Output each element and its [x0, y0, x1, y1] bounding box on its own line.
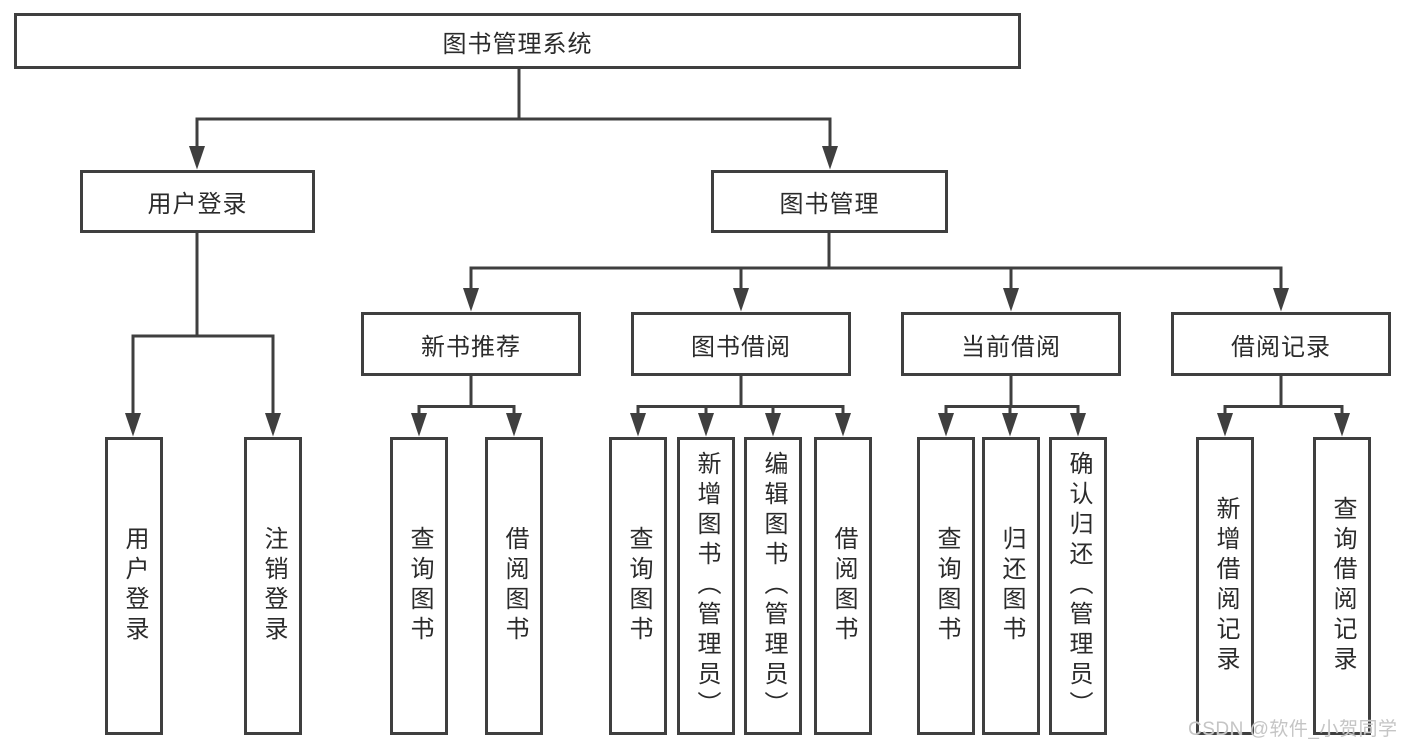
leaf-edit-books-admin-label: 编辑图书（管理员）	[760, 451, 787, 721]
leaf-user-login: 用户登录	[105, 437, 163, 735]
node-book-management: 图书管理	[711, 170, 948, 233]
node-book-borrowing-label: 图书借阅	[691, 333, 791, 361]
leaf-query-books-recommend-label: 查询图书	[406, 526, 433, 646]
leaf-logout: 注销登录	[244, 437, 302, 735]
csdn-watermark: CSDN @软件_小贺同学	[1188, 719, 1398, 740]
leaf-borrow-books-recommend: 借阅图书	[485, 437, 543, 735]
node-new-book-recommendation: 新书推荐	[361, 312, 581, 376]
leaf-confirm-return-admin: 确认归还（管理员）	[1049, 437, 1107, 735]
leaf-query-borrow-record-label: 查询借阅记录	[1329, 496, 1356, 676]
node-user-login-label: 用户登录	[147, 191, 248, 218]
node-current-borrowing: 当前借阅	[901, 312, 1121, 376]
node-root-label: 图书管理系统	[442, 30, 593, 58]
node-book-borrowing: 图书借阅	[631, 312, 851, 376]
arrowheads	[125, 146, 1350, 437]
leaf-add-books-admin-label: 新增图书（管理员）	[693, 451, 720, 721]
leaf-user-login-label: 用户登录	[121, 526, 148, 646]
node-root-system: 图书管理系统	[14, 13, 1021, 69]
leaf-query-books-current-label: 查询图书	[933, 526, 960, 646]
leaf-edit-books-admin: 编辑图书（管理员）	[744, 437, 802, 735]
leaf-borrow-books-recommend-label: 借阅图书	[501, 526, 528, 646]
leaf-add-borrow-record-label: 新增借阅记录	[1212, 496, 1239, 676]
leaf-logout-label: 注销登录	[260, 526, 287, 646]
leaf-query-books-recommend: 查询图书	[390, 437, 448, 735]
leaf-borrow-books: 借阅图书	[814, 437, 872, 735]
leaf-confirm-return-admin-label: 确认归还（管理员）	[1065, 451, 1092, 721]
leaf-query-books-borrowing: 查询图书	[609, 437, 667, 735]
node-book-management-label: 图书管理	[779, 191, 880, 218]
leaf-borrow-books-label: 借阅图书	[830, 526, 857, 646]
leaf-query-borrow-record: 查询借阅记录	[1313, 437, 1371, 735]
node-new-book-recommendation-label: 新书推荐	[421, 333, 521, 361]
node-user-login: 用户登录	[80, 170, 315, 233]
leaf-return-books: 归还图书	[982, 437, 1040, 735]
node-current-borrowing-label: 当前借阅	[961, 333, 1061, 361]
leaf-query-books-current: 查询图书	[917, 437, 975, 735]
leaf-query-books-borrowing-label: 查询图书	[625, 526, 652, 646]
leaf-add-borrow-record: 新增借阅记录	[1196, 437, 1254, 735]
leaf-add-books-admin: 新增图书（管理员）	[677, 437, 735, 735]
leaf-return-books-label: 归还图书	[998, 526, 1025, 646]
node-borrowing-records: 借阅记录	[1171, 312, 1391, 376]
node-borrowing-records-label: 借阅记录	[1231, 333, 1331, 361]
